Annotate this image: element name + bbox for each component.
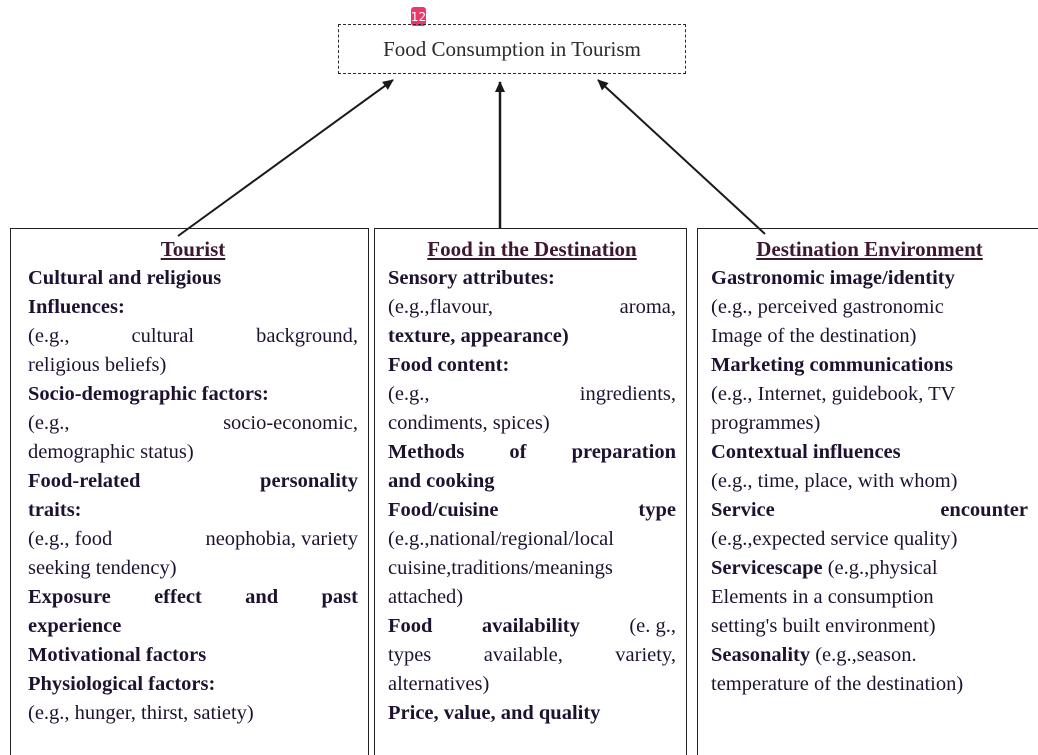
- food-consumption-box: Food Consumption in Tourism: [338, 24, 686, 74]
- factor-word: available,: [483, 644, 563, 666]
- factor-line: Service encounter: [711, 496, 1028, 525]
- factor-word: type: [638, 499, 676, 521]
- factor-line: (e.g., cultural background,: [28, 322, 358, 351]
- factor-word: Service: [711, 499, 775, 521]
- arrow-tourist: [177, 79, 394, 237]
- factor-word: neophobia, variety: [205, 528, 358, 550]
- factor-word: encounter: [940, 499, 1028, 521]
- factor-word: and: [245, 586, 279, 608]
- factor-line: Marketing communications: [711, 354, 953, 376]
- factor-word: Methods: [388, 441, 465, 463]
- factor-line: (e.g.,expected service quality): [711, 528, 958, 550]
- factor-line: temperature of the destination): [711, 673, 964, 695]
- factor-line: and cooking: [388, 470, 495, 492]
- factor-line: attached): [388, 586, 464, 608]
- destination-environment-column: Destination Environment Gastronomic imag…: [697, 228, 1038, 755]
- factor-word: Food: [388, 615, 433, 637]
- factor-line: condiments, spices): [388, 412, 550, 434]
- factor-line: religious beliefs): [28, 354, 167, 376]
- page-marker-badge: 12: [411, 7, 426, 26]
- tourist-heading: Tourist: [160, 237, 226, 261]
- factor-word: personality: [260, 470, 358, 492]
- factor-line: Food-related personality: [28, 467, 358, 496]
- factor-line: Contextual influences: [711, 441, 901, 463]
- factor-name: Servicescape: [711, 557, 823, 579]
- factor-line: Exposure effect and past: [28, 583, 358, 612]
- factor-line: (e.g., time, place, with whom): [711, 470, 958, 492]
- factor-word: (e.g., food: [28, 528, 113, 550]
- factor-word: (e.g.,: [28, 325, 70, 347]
- factor-word: aroma,: [619, 296, 676, 318]
- factor-name: Seasonality: [711, 644, 811, 666]
- factor-line: Food availability (e. g.,: [388, 612, 676, 641]
- factor-word: cultural: [131, 325, 195, 347]
- factor-word: availability: [481, 615, 580, 637]
- factor-word: types: [388, 644, 432, 666]
- factor-line: Image of the destination): [711, 325, 917, 347]
- factor-line: Elements in a consumption: [711, 586, 934, 608]
- factor-word: background,: [256, 325, 358, 347]
- factor-word: Exposure: [28, 586, 111, 608]
- factor-example: (e.g.,physical: [822, 557, 938, 579]
- factor-line: programmes): [711, 412, 821, 434]
- factor-word: (e. g.,: [629, 615, 676, 637]
- factor-line: (e.g., hunger, thirst, satiety): [28, 702, 254, 724]
- factor-word: (e.g.,: [388, 383, 430, 405]
- factor-line: alternatives): [388, 673, 490, 695]
- factor-line: experience: [28, 615, 122, 637]
- factor-line: demographic status): [28, 441, 194, 463]
- factor-line: (e.g., socio-economic,: [28, 409, 358, 438]
- food-destination-heading: Food in the Destination: [427, 237, 637, 261]
- factor-line: setting's built environment): [711, 615, 936, 637]
- factor-word: Food/cuisine: [388, 499, 499, 521]
- factor-line: Food content:: [388, 354, 510, 376]
- factor-line: Motivational factors: [28, 644, 207, 666]
- factor-line: (e.g.,flavour, aroma,: [388, 293, 676, 322]
- factor-word: effect: [154, 586, 202, 608]
- factor-word: socio-economic,: [223, 412, 358, 434]
- factor-line: cuisine,traditions/meanings: [388, 557, 613, 579]
- factor-line: Cultural and religious: [28, 267, 222, 289]
- factor-line: (e.g.,national/regional/local: [388, 528, 614, 550]
- factor-word: variety,: [615, 644, 676, 666]
- factor-line: Food/cuisine type: [388, 496, 676, 525]
- factor-word: of: [509, 441, 527, 463]
- factor-line: (e.g., Internet, guidebook, TV: [711, 383, 956, 405]
- factor-line: Methods of preparation: [388, 438, 676, 467]
- arrow-destination-environment: [597, 79, 766, 235]
- factor-line: seeking tendency): [28, 557, 177, 579]
- factor-line: Physiological factors:: [28, 673, 216, 695]
- factor-line: (e.g., ingredients,: [388, 380, 676, 409]
- factor-line: Sensory attributes:: [388, 267, 555, 289]
- factor-word: ingredients,: [579, 383, 676, 405]
- food-consumption-title: Food Consumption in Tourism: [383, 36, 641, 61]
- factor-word: Food-related: [28, 470, 141, 492]
- factor-line: Seasonality (e.g.,season.: [711, 641, 1028, 670]
- factor-example: (e.g.,season.: [810, 644, 917, 666]
- factor-word: preparation: [571, 441, 676, 463]
- factor-line: texture, appearance): [388, 325, 569, 347]
- factor-line: Servicescape (e.g.,physical: [711, 554, 1028, 583]
- factor-word: (e.g.,: [28, 412, 70, 434]
- factor-line: (e.g., food neophobia, variety: [28, 525, 358, 554]
- factor-word: (e.g.,flavour,: [388, 296, 494, 318]
- factor-line: Gastronomic image/identity: [711, 267, 955, 289]
- factor-line: Socio-demographic factors:: [28, 383, 269, 405]
- destination-environment-factor-list: Gastronomic image/identity (e.g., perceiv…: [711, 264, 1028, 699]
- factor-line: Price, value, and quality: [388, 702, 601, 724]
- food-destination-factor-list: Sensory attributes: (e.g.,flavour, aroma, t…: [388, 264, 676, 728]
- factor-line: types available, variety,: [388, 641, 676, 670]
- factor-line: traits:: [28, 499, 82, 521]
- food-destination-column: Food in the Destination Sensory attribut…: [374, 228, 687, 755]
- factor-line: (e.g., perceived gastronomic: [711, 296, 944, 318]
- destination-environment-heading: Destination Environment: [756, 237, 983, 261]
- factor-word: past: [321, 586, 358, 608]
- factor-line: Influences:: [28, 296, 125, 318]
